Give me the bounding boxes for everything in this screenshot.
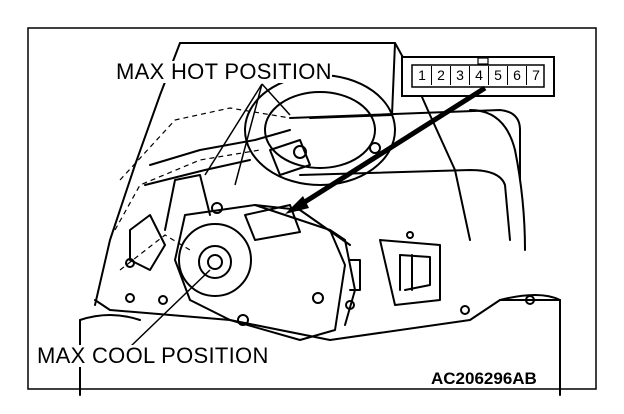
figure-code: AC206296AB	[429, 369, 539, 388]
dashed-position-outline	[114, 107, 291, 271]
connector-body	[411, 64, 545, 88]
figure-border	[27, 27, 597, 390]
pin-label: 7	[526, 66, 545, 85]
pin-label: 6	[507, 66, 526, 85]
pin-label: 4	[469, 66, 488, 85]
connector-latch	[477, 57, 489, 65]
connector-arrowhead	[285, 196, 309, 214]
connector-arrow	[298, 85, 487, 208]
pin-label: 2	[431, 66, 450, 85]
pin-label: 1	[418, 67, 426, 83]
max-hot-label: MAX HOT POSITION	[116, 59, 332, 84]
pin-label: 3	[450, 66, 469, 85]
max-hot-leaders	[204, 83, 291, 186]
max-cool-label: MAX COOL POSITION	[37, 343, 269, 368]
pin-label: 5	[488, 66, 507, 85]
max-cool-leader	[129, 269, 211, 348]
